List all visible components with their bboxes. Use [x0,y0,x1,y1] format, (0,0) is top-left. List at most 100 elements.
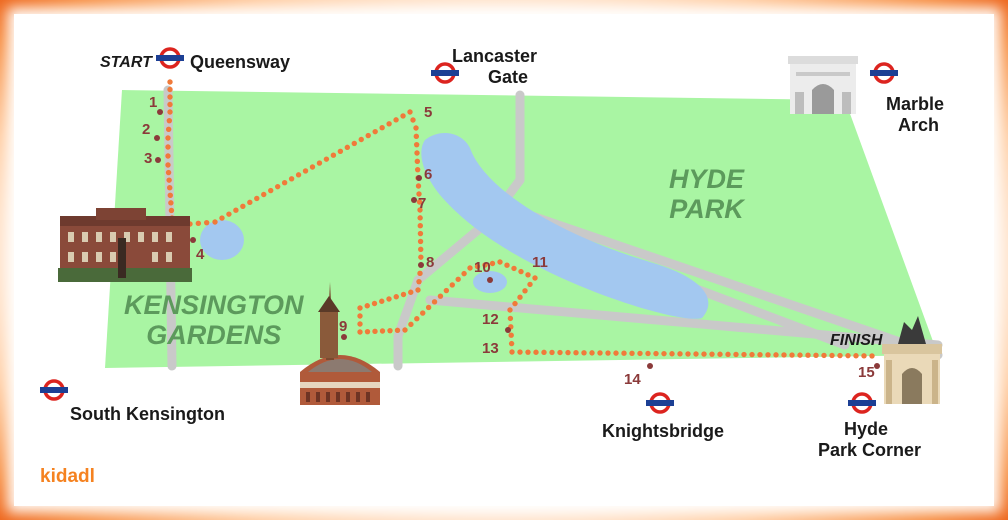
route-dot [512,300,518,307]
route-dot [749,351,755,358]
route-dot [168,200,174,206]
route-dot [511,265,517,272]
route-dot [565,349,571,356]
route-dot [166,177,172,183]
route-dot [309,164,316,170]
route-dot [425,304,432,311]
route-dot [853,353,859,359]
route-dot [167,101,173,108]
route-dot [416,278,422,285]
route-dot [467,265,473,271]
waypoint-dot [874,363,880,369]
route-dot [581,350,587,356]
route-dot [420,310,426,316]
route-dot [387,327,393,334]
route-dot [168,207,175,214]
route-dot [805,352,811,358]
route-dot [407,109,413,115]
start-label: START [100,54,152,71]
route-dot [413,125,419,131]
route-dot [532,275,538,281]
route-dot [573,349,579,356]
route-dot [330,152,337,158]
route-dot [414,166,421,173]
route-dot [379,125,385,131]
route-dot [821,352,827,359]
route-dot [629,350,635,357]
waypoint-number-11: 11 [532,254,548,271]
park-map [40,47,943,414]
route-dot [417,215,423,221]
waypoint-dot [411,197,417,203]
route-dot [415,183,422,189]
route-dot [653,350,659,357]
route-dot [417,230,424,237]
waypoint-dots [154,109,880,369]
route-dot [295,172,302,178]
route-dot [417,207,423,213]
route-dot [165,169,172,176]
waypoint-number-1: 1 [149,94,158,111]
route-dot [645,350,651,357]
route-dot [449,282,455,288]
path-rotten-row [425,295,943,350]
route-dot [597,350,603,356]
station-south-kensington-label: South Kensington [70,404,225,424]
route-dot [372,128,378,135]
station-lancaster-label-line1: Lancaster [452,46,538,66]
route-dot [789,352,795,358]
route-dot [717,351,723,357]
kensington-gardens-label-line2: GARDENS [146,320,282,350]
waypoint-number-4: 4 [196,246,205,263]
route-dot [274,183,281,190]
route-dot [416,191,422,197]
route-dot [414,316,420,322]
path-serpentine-road [495,200,943,360]
route-dot [357,313,363,319]
route-dot [281,180,288,186]
waypoint-number-15: 15 [858,364,875,381]
route-dot [541,349,547,356]
waypoint-dot [341,334,347,340]
route-dot [357,305,363,311]
waypoint-number-14: 14 [624,371,641,388]
route-dot [402,327,408,333]
route-dot [415,287,421,293]
route-dot [589,350,595,356]
waypoint-number-12: 12 [482,311,499,328]
route-dot [394,327,401,334]
route-dot [302,168,309,174]
route-dot [165,135,171,141]
route-dot [386,121,392,127]
route-dot [410,117,416,123]
waypoint-number-7: 7 [418,195,427,212]
london-underground-roundel-icon [646,392,674,414]
route-dot [517,294,523,300]
route-dot [165,153,171,159]
route-dot [533,349,539,355]
route-dot [393,294,399,300]
wellington-arch-image [882,316,942,404]
route-dot [393,117,399,123]
underground-roundels [40,47,898,414]
waypoint-dot [154,135,160,141]
route-dot [781,352,787,358]
waypoint-number-9: 9 [339,318,348,335]
marble-arch-image [788,56,858,114]
route-dot [693,351,699,357]
route-dot [677,351,683,357]
route-dot [372,328,378,335]
route-dot [861,353,867,359]
route-dot [167,86,173,93]
route-dot [508,340,515,347]
station-knightsbridge-label: Knightsbridge [602,421,724,441]
route-dot [489,260,496,267]
route-dot [254,195,260,202]
route-dot [167,109,173,115]
route-dot [701,351,707,357]
route-dot [621,350,627,356]
waypoint-number-5: 5 [424,104,433,121]
route-dot [219,215,225,221]
route-dot [507,315,514,322]
